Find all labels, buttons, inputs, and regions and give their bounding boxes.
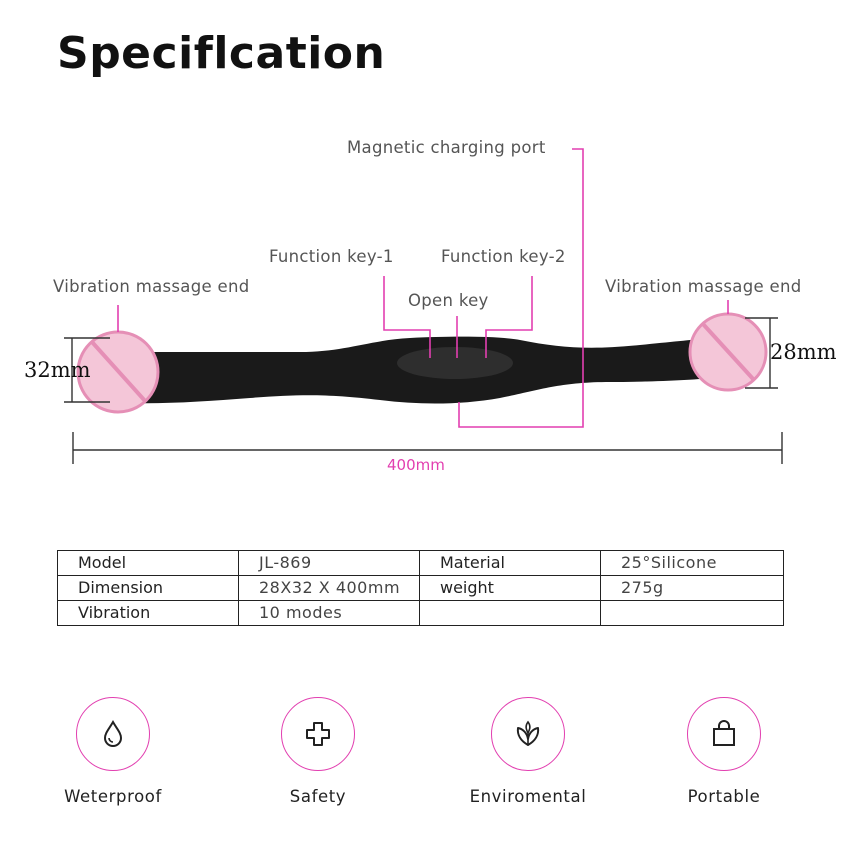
feature-label: Safety xyxy=(289,787,347,806)
spec-value: 28X32 X 400mm xyxy=(238,575,420,601)
page-title: Speciflcation xyxy=(57,28,386,79)
spec-label: weight xyxy=(419,575,601,601)
leader-magnetic-port xyxy=(458,148,584,428)
spec-label: Material xyxy=(419,550,601,576)
leader-function-key-2 xyxy=(485,276,533,358)
callout-vibration-end-left: Vibration massage end xyxy=(53,277,250,296)
feature-portable: Portable xyxy=(654,697,794,806)
callout-function-key-1: Function key-1 xyxy=(269,247,394,266)
right-end-censor xyxy=(688,312,768,392)
spec-label: Dimension xyxy=(57,575,239,601)
table-row: Model JL-869 Material 25°Silicone xyxy=(57,550,784,576)
spec-label: Model xyxy=(57,550,239,576)
table-row: Vibration 10 modes xyxy=(57,600,784,626)
spec-value: 10 modes xyxy=(238,600,420,626)
callout-open-key: Open key xyxy=(408,291,489,310)
feature-label: Weterproof xyxy=(64,787,162,806)
cross-icon xyxy=(306,722,330,746)
callout-function-key-2: Function key-2 xyxy=(441,247,566,266)
feature-environmental: Enviromental xyxy=(458,697,598,806)
feature-label: Enviromental xyxy=(469,787,587,806)
callout-magnetic-port: Magnetic charging port xyxy=(347,138,546,157)
spec-label: Vibration xyxy=(57,600,239,626)
water-drop-icon xyxy=(103,719,123,747)
feature-safety: Safety xyxy=(248,697,388,806)
leaf-icon xyxy=(516,720,540,746)
table-row: Dimension 28X32 X 400mm weight 275g xyxy=(57,575,784,601)
spec-label xyxy=(419,600,601,626)
feature-label: Portable xyxy=(687,787,761,806)
callout-vibration-end-right: Vibration massage end xyxy=(605,277,802,296)
bag-icon xyxy=(713,720,735,746)
button-panel xyxy=(397,347,513,379)
right-diameter-label: 28mm xyxy=(770,340,837,364)
left-diameter-label: 32mm xyxy=(24,358,91,382)
spec-value: 25°Silicone xyxy=(600,550,784,576)
spec-value: JL-869 xyxy=(238,550,420,576)
spec-value xyxy=(600,600,784,626)
leader-function-key-1 xyxy=(383,276,431,358)
spec-table: Model JL-869 Material 25°Silicone Dimens… xyxy=(57,550,784,626)
length-label: 400mm xyxy=(387,456,445,474)
feature-waterproof: Weterproof xyxy=(43,697,183,806)
spec-value: 275g xyxy=(600,575,784,601)
